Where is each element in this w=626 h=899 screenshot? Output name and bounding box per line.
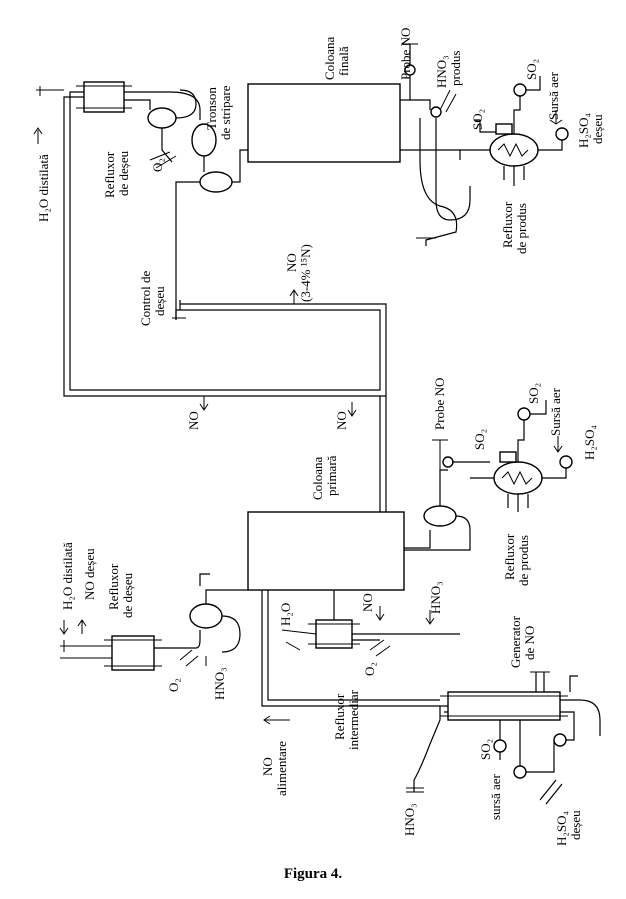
label-refluxor-produs-top-1: Refluxor [500, 201, 515, 248]
feed-line [261, 590, 440, 707]
stripping-lower-vessel [199, 171, 233, 193]
label-h2o-distilata-bot: H₂O distilată [60, 542, 75, 610]
label-control-deseu-1: Control de [138, 271, 153, 326]
label-sursa-aer-top: Sursă aer [546, 71, 561, 120]
label-o2-top: O₂ [150, 158, 165, 172]
product-refluxor-mid [493, 461, 543, 495]
final-column [247, 83, 401, 163]
label-generator-1: Generator [508, 615, 523, 668]
label-tronson-1: Tronson [204, 87, 219, 130]
separator-top [147, 107, 177, 129]
label-hno3-bot: HNO₃ [212, 667, 227, 700]
label-sursa-aer-mid: Sursă aer [548, 387, 563, 436]
label-o2-bot: O₂ [166, 678, 181, 692]
label-refluxor-deseu-bot-2: de deșeu [120, 572, 135, 618]
label-refluxor-produs-top-2: de produs [514, 203, 529, 254]
label-hno3-produs-2: produs [448, 51, 463, 86]
label-so2-top-b: SO₂ [524, 59, 539, 80]
label-no-mid: NO [334, 411, 349, 430]
label-h2o-bot: H₂O [278, 603, 293, 626]
separator-mid [423, 505, 457, 527]
label-no-alim-1: NO [260, 757, 275, 776]
label-tronson-2: de stripare [218, 85, 233, 140]
process-flow-diagram: H₂O distilată Refluxor de deșeu O₂ Trons… [33, 28, 605, 846]
label-refluxor-deseu-top-2: de deșeu [116, 150, 131, 196]
label-h2so4-bot-1: H₂SO₄ [554, 810, 569, 846]
label-h2o-distilata-top: H₂O distilată [36, 154, 51, 222]
label-o2-mid: O₂ [362, 662, 377, 676]
figure-caption: Figura 4. [283, 866, 343, 882]
label-so2-mid-b: SO₂ [526, 383, 541, 404]
label-h2so4-mid: H₂SO₄ [582, 424, 597, 460]
label-refluxor-deseu-top-1: Refluxor [102, 151, 117, 198]
label-h2so4-top-2: deșeu [590, 114, 605, 144]
label-refluxor-deseu-bot-1: Refluxor [106, 563, 121, 610]
label-coloana-primara-2: primară [324, 455, 339, 496]
label-control-deseu-2: deșeu [152, 286, 167, 316]
label-hno3-produs-1: HNO₃ [434, 55, 449, 88]
label-refluxor-interm-2: intermediar [346, 689, 361, 750]
label-so2-top-a: SO₂ [470, 109, 485, 130]
no-generator [447, 691, 561, 721]
label-sursa-aer-bot: sursă aer [488, 773, 503, 820]
product-refluxor-top [489, 133, 539, 167]
label-no-alim-2: alimentare [274, 741, 289, 796]
label-no-left: NO [186, 411, 201, 430]
label-no-3-4-1: NO [284, 253, 299, 272]
label-refluxor-produs-mid-2: de produs [516, 535, 531, 586]
label-probe-no-mid: Probe NO [432, 378, 447, 430]
waste-refluxor-bottom [111, 635, 155, 671]
primary-column [247, 511, 405, 591]
label-coloana-primara-1: Coloana [310, 456, 325, 500]
label-probe-no-top: Probe NO [398, 28, 413, 80]
label-h2so4-top-1: H₂SO₄ [576, 112, 591, 148]
label-hno3-mid: HNO₃ [428, 581, 443, 614]
label-no-3-4-2: (3-4% ¹⁵N) [298, 244, 313, 302]
label-no-bot: NO [360, 593, 375, 612]
label-so2-bot: SO₂ [478, 739, 493, 760]
label-so2-mid-a: SO₂ [472, 429, 487, 450]
label-hno3-feed: HNO₃ [402, 803, 417, 836]
label-coloana-finala-1: Coloana [322, 36, 337, 80]
label-refluxor-produs-mid-1: Refluxor [502, 533, 517, 580]
separator-bottom [189, 603, 223, 629]
label-no-deseu-bot: NO deșeu [82, 548, 97, 600]
label-generator-2: de NO [522, 626, 537, 660]
label-h2so4-bot-2: deșeu [568, 810, 583, 840]
label-coloana-finala-2: finală [336, 46, 351, 76]
label-refluxor-interm-1: Refluxor [332, 693, 347, 740]
